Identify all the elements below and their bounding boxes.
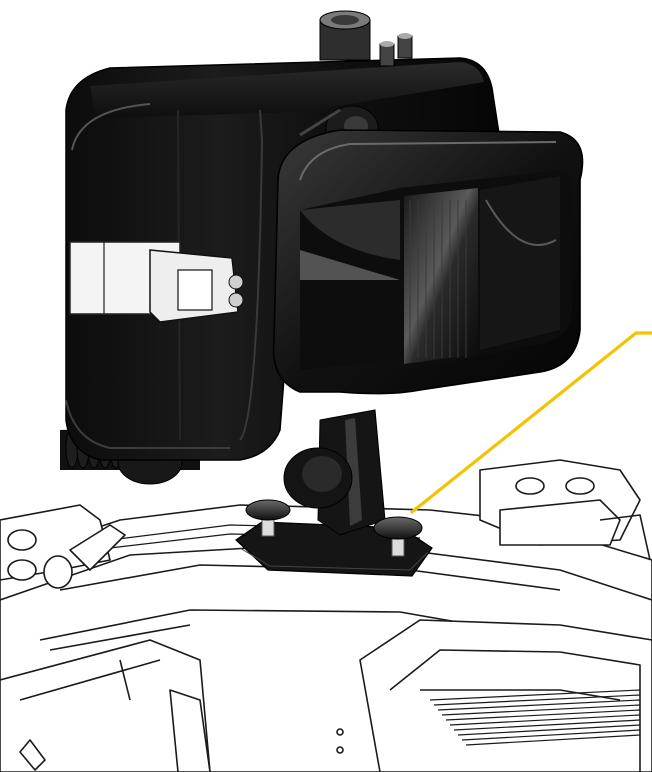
viewfinder-housing xyxy=(60,10,584,485)
grille-slot xyxy=(461,729,641,741)
grille-slot xyxy=(433,694,641,706)
rail-mount xyxy=(235,409,433,577)
grille-slot xyxy=(453,719,641,731)
vent-grille xyxy=(429,689,641,746)
camera-body-line-art xyxy=(0,459,652,772)
sun-hood xyxy=(272,129,584,395)
grille-slot xyxy=(441,704,641,716)
grille-slot xyxy=(449,714,641,726)
right-thumb-screw xyxy=(373,516,423,557)
grille-slot xyxy=(457,724,641,736)
top-connectors xyxy=(319,10,413,67)
side-latch xyxy=(69,241,288,323)
grille-slot xyxy=(445,709,641,721)
grille-slot xyxy=(437,699,641,711)
callout-leader-line xyxy=(410,331,652,514)
left-thumb-screw xyxy=(245,499,291,537)
grille-slot xyxy=(429,689,641,701)
grille-slot xyxy=(465,734,641,746)
